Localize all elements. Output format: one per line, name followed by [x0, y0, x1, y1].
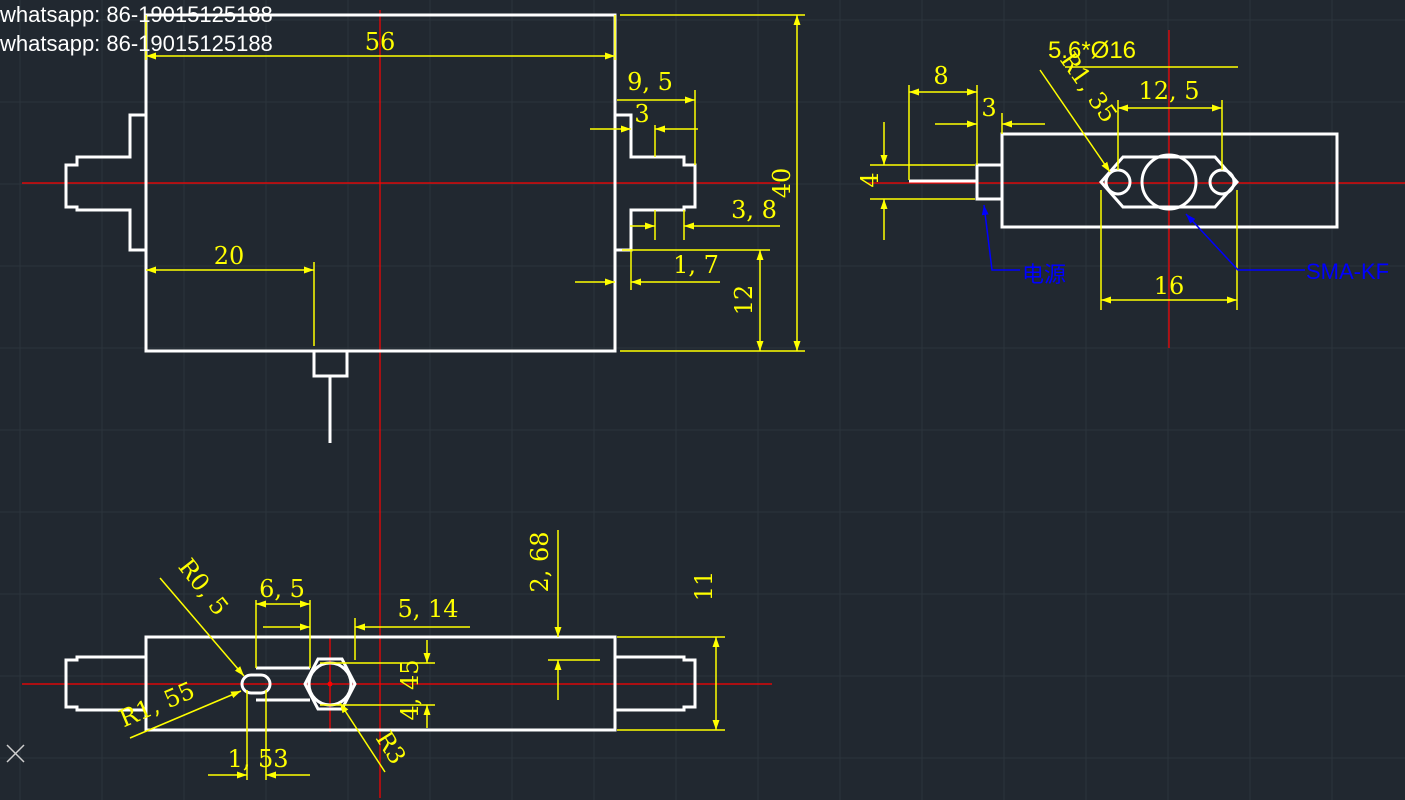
- front-left-connector: [64, 113, 146, 252]
- dim-16-label: 16: [1154, 272, 1185, 300]
- bottom-dimensions: [129, 530, 725, 780]
- bottom-right-connector: [615, 655, 697, 712]
- dim-20-label: 20: [214, 242, 245, 270]
- bottom-dimension-texts: R0, 5 6, 5 5, 14 2, 68 11 R1, 55 4, 45 R…: [115, 531, 718, 773]
- r1-55-label: R1, 55: [115, 676, 199, 733]
- dim-11-label: 11: [690, 571, 718, 602]
- side-power-terminal: [975, 163, 1004, 201]
- dim-12-5-label: 12, 5: [1138, 77, 1199, 105]
- watermark-line-1: whatsapp: 86-19015125188: [0, 2, 273, 27]
- dim-9-5-label: 9, 5: [627, 68, 673, 96]
- sma-flange: [1099, 155, 1239, 209]
- bottom-view: [64, 635, 697, 732]
- dim-56-label: 56: [365, 28, 396, 56]
- dim-4-label: 4: [856, 172, 884, 187]
- sma-note-leader: [1185, 213, 1305, 271]
- r0-5-label: R0, 5: [173, 553, 234, 621]
- sma-left-hole: [1104, 168, 1132, 196]
- ucs-cross-icon: [6, 744, 25, 763]
- dim-5-14-label: 5, 14: [397, 595, 458, 623]
- side-dimensions: [870, 66, 1238, 310]
- front-view: [64, 13, 697, 443]
- dim-4-45-label: 4, 45: [396, 659, 424, 720]
- front-dimension-texts: 56 9, 5 3 40 3, 8 1, 7 12 20: [214, 28, 796, 315]
- front-body: [144, 13, 617, 353]
- dim-3-8-label: 3, 8: [731, 196, 777, 224]
- hole-spec-label: 5.6*Ø16: [1048, 37, 1136, 64]
- bottom-nut-center: [327, 681, 333, 687]
- sma-right-hole: [1208, 168, 1236, 196]
- dim-2-68-label: 2, 68: [526, 531, 554, 592]
- dim-12-label: 12: [730, 285, 758, 316]
- r3-label: R3: [370, 726, 411, 769]
- dim-8-label: 8: [933, 62, 948, 90]
- dim-40-label: 40: [768, 168, 796, 199]
- side-dimension-texts: 5.6*Ø16 8 3 R1, 35 12, 5 4 16: [856, 37, 1200, 300]
- bottom-left-connector: [64, 655, 146, 712]
- sma-center-hole: [1140, 153, 1198, 211]
- watermark-line-2: whatsapp: 86-19015125188: [0, 31, 273, 56]
- center-lines: [22, 10, 1405, 798]
- front-dimensions: [145, 14, 805, 352]
- side-notes: 电源 SMA-KF: [981, 204, 1389, 287]
- dim-3-side-label: 3: [981, 94, 996, 122]
- power-note-leader: [981, 204, 1020, 271]
- bottom-body: [144, 635, 617, 732]
- bottom-slot: [240, 673, 272, 695]
- front-right-connector: [615, 113, 697, 252]
- dim-1-53-label: 1, 53: [227, 745, 288, 773]
- front-bottom-pin: [312, 351, 349, 443]
- sma-note-label: SMA-KF: [1306, 259, 1389, 284]
- side-view: [909, 132, 1339, 229]
- power-note-label: 电源: [1022, 262, 1066, 287]
- dim-3-label: 3: [634, 100, 649, 128]
- dim-6-5-label: 6, 5: [259, 575, 305, 603]
- dim-1-7-label: 1, 7: [673, 251, 719, 279]
